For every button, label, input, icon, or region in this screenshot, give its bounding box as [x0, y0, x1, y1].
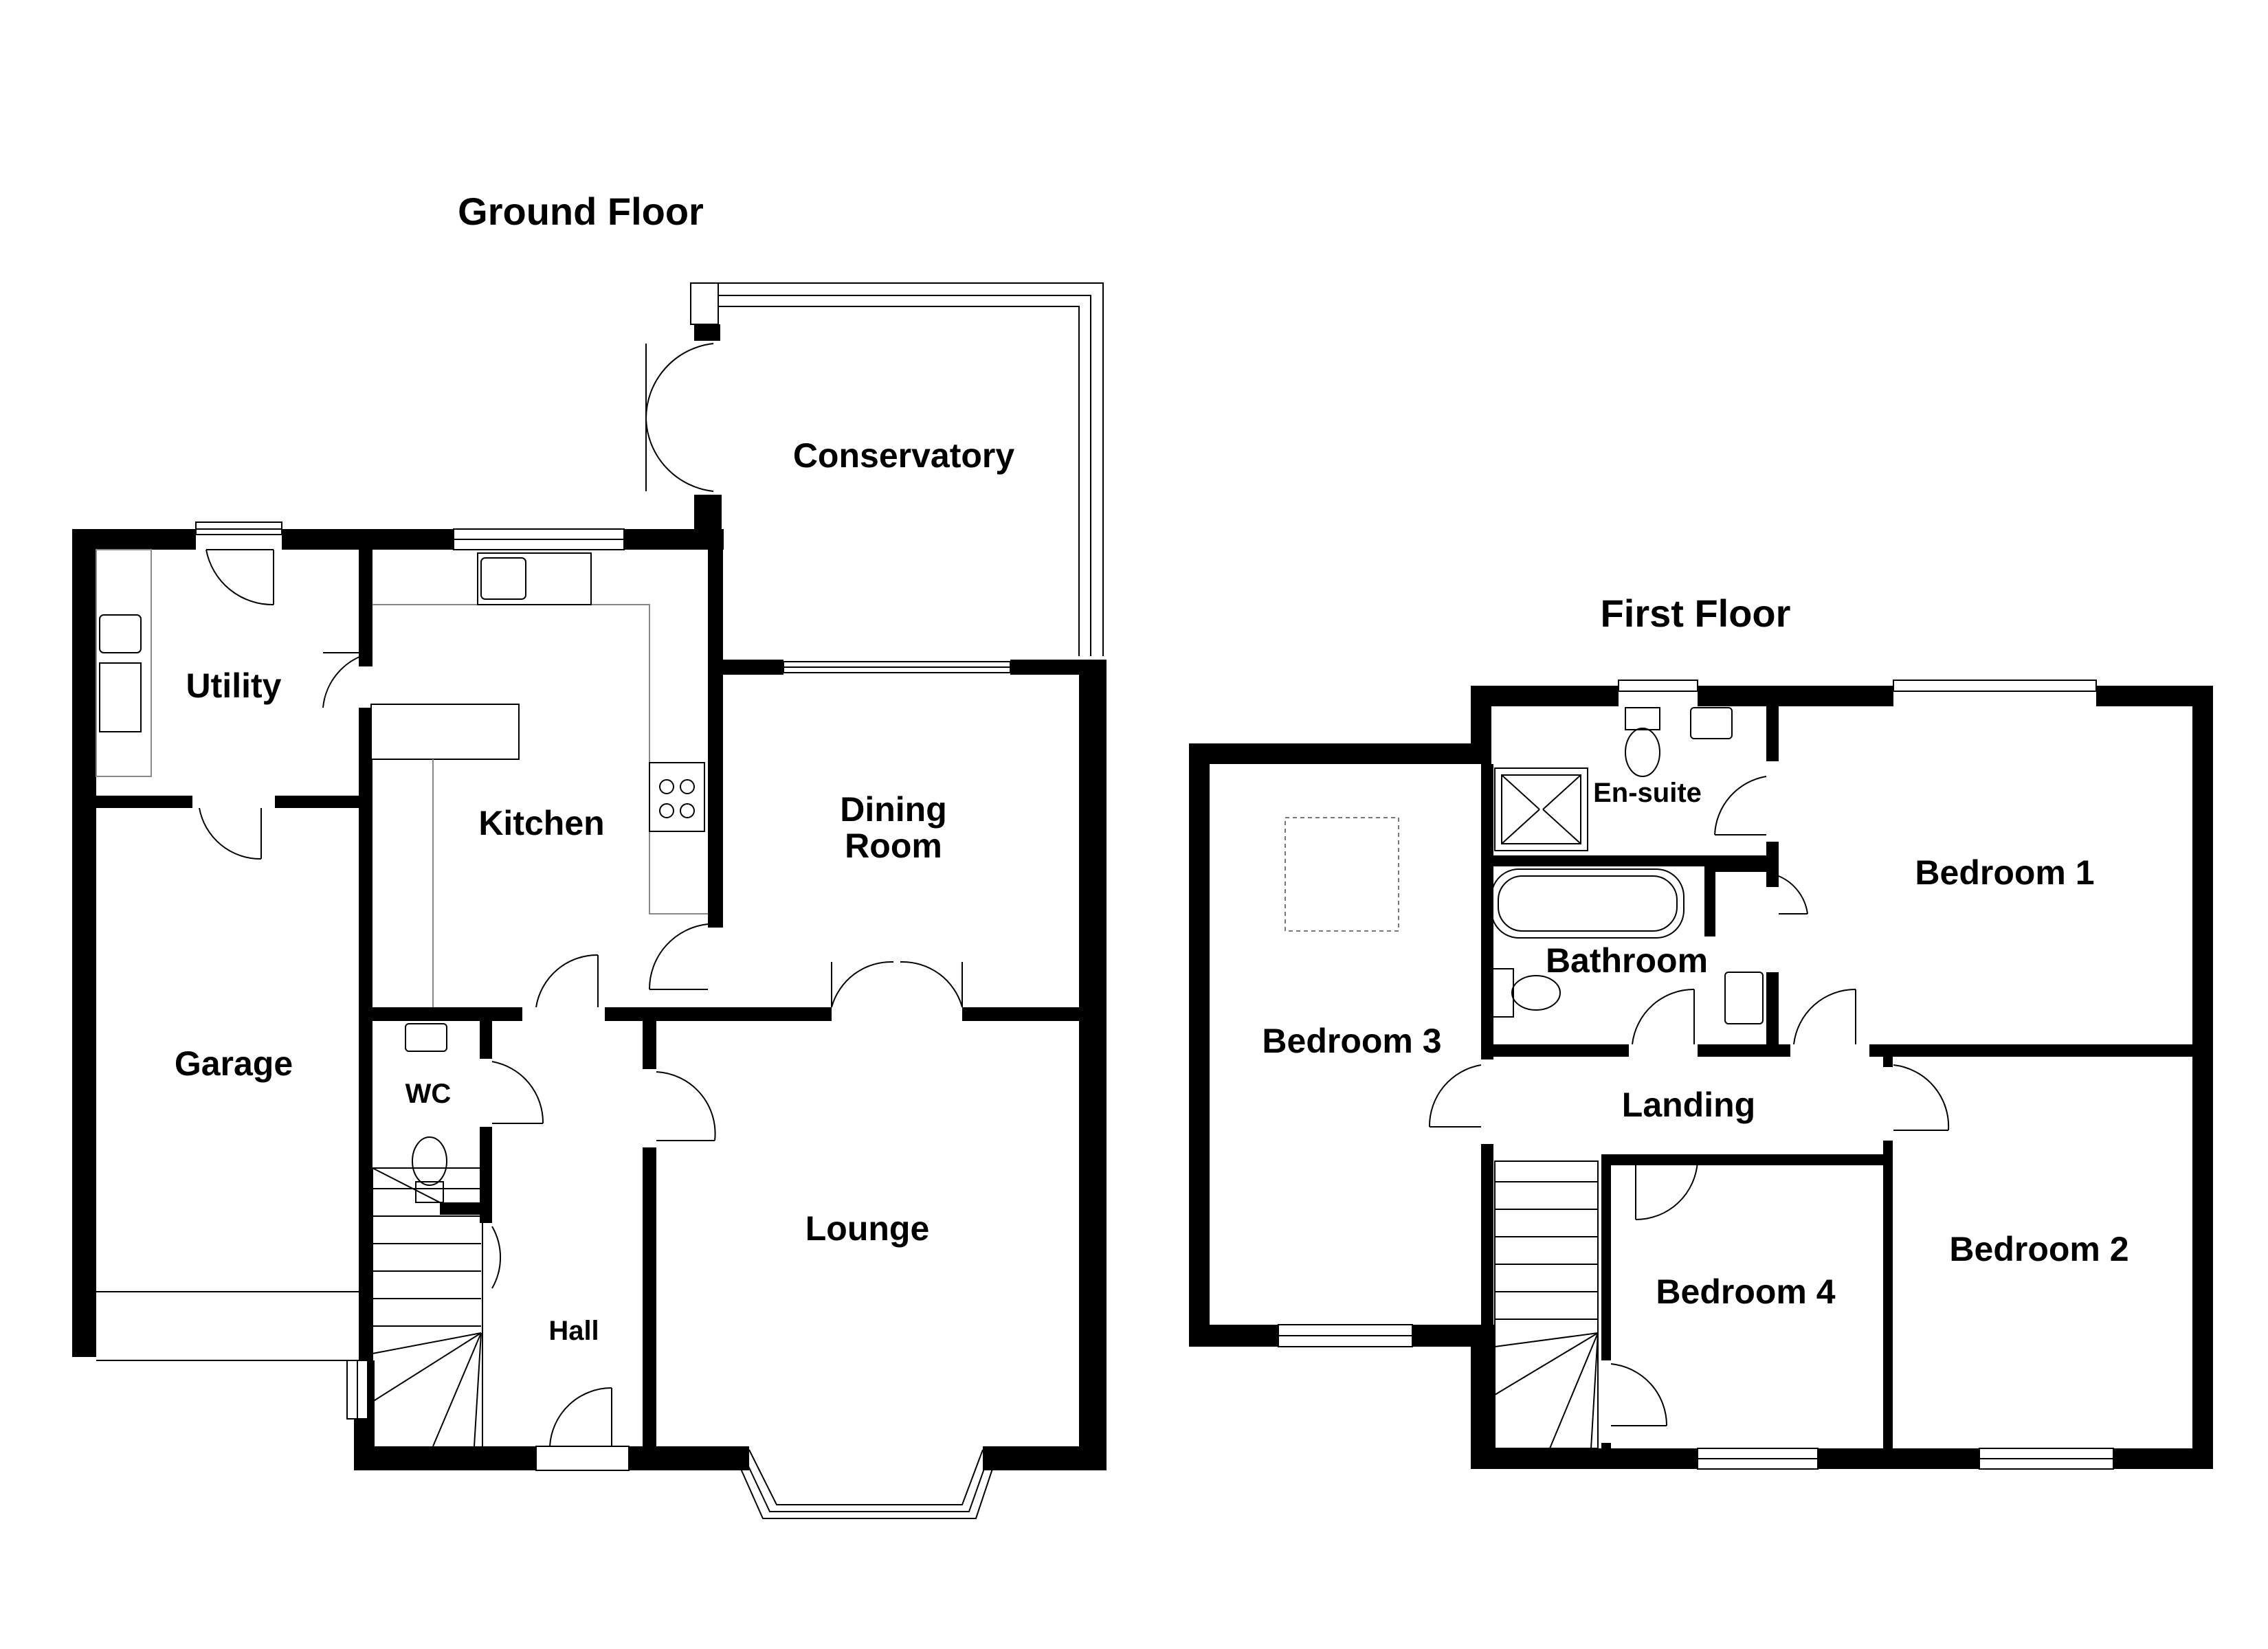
- first-floor-walls: [1189, 686, 2213, 1469]
- room-label-bedroom-2: Bedroom 2: [1949, 1230, 2128, 1268]
- room-label-kitchen: Kitchen: [478, 804, 604, 842]
- first-floor-stairs: [1494, 1160, 1599, 1449]
- first-floor-plan: First Floor: [1189, 592, 2213, 1470]
- room-label-bathroom: Bathroom: [1546, 941, 1708, 980]
- room-label-bedroom-3: Bedroom 3: [1262, 1022, 1441, 1060]
- room-label-utility: Utility: [186, 666, 282, 705]
- room-label-lounge: Lounge: [805, 1209, 930, 1248]
- first-floor-fixtures: [1285, 707, 1764, 1449]
- ground-floor-doors: [199, 549, 963, 1447]
- room-label-bedroom-4: Bedroom 4: [1656, 1272, 1835, 1311]
- first-floor-labels: En-suite Bedroom 1 Bathroom Bedroom 3 La…: [1262, 778, 2128, 1311]
- first-floor-doors: [1428, 776, 1950, 1426]
- ground-floor-walls: [72, 529, 1107, 1470]
- room-label-bedroom-1: Bedroom 1: [1915, 853, 2094, 892]
- ground-floor-windows: [195, 521, 1011, 1519]
- room-label-dining-line2: Room: [845, 827, 942, 865]
- room-label-hall: Hall: [548, 1316, 599, 1346]
- room-label-dining-line1: Dining: [840, 790, 947, 829]
- room-label-landing: Landing: [1622, 1086, 1755, 1124]
- room-label-wc: WC: [405, 1079, 452, 1109]
- ground-floor-labels: Conservatory Utility Kitchen Dining Room…: [175, 436, 1015, 1346]
- conservatory-structure: [645, 282, 1104, 656]
- first-floor-title: First Floor: [1601, 592, 1791, 635]
- room-label-ensuite: En-suite: [1593, 778, 1702, 808]
- ground-floor-title: Ground Floor: [458, 190, 704, 233]
- room-label-garage: Garage: [175, 1044, 293, 1083]
- ground-floor-plan: Ground Floor: [72, 190, 1107, 1519]
- first-floor-windows: [1278, 680, 2114, 1470]
- ground-floor-stairs: [372, 1167, 483, 1450]
- ground-floor-fixtures: [96, 549, 708, 1450]
- room-label-conservatory: Conservatory: [793, 436, 1015, 475]
